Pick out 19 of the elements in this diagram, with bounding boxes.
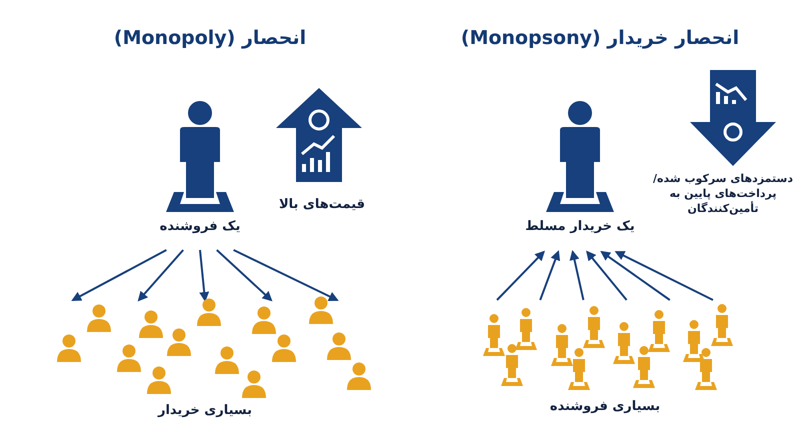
- arrow: [216, 249, 272, 302]
- arrow: [199, 250, 210, 302]
- note-text: دستمزدهای سرکوب شده/ پرداخت‌های پایین به تأمین‌کنندگان: [652, 172, 794, 217]
- arrow: [539, 250, 560, 300]
- node-label: بسیاری خریدار: [156, 402, 253, 420]
- node-label: بسیاری فروشنده: [548, 398, 662, 416]
- arrow: [138, 249, 184, 302]
- arrow: [71, 249, 167, 301]
- arrow: [586, 250, 628, 301]
- node-label: یک خریدار مسلط: [524, 218, 636, 236]
- arrow: [600, 250, 670, 301]
- heading: انحصار (Monopoly): [112, 26, 308, 51]
- arrow: [570, 250, 584, 300]
- heading: انحصار خریدار (Monopsony): [460, 26, 740, 51]
- node-label: یک فروشنده: [158, 218, 242, 236]
- note-text: قیمت‌های بالا: [278, 196, 366, 214]
- arrow: [233, 249, 339, 302]
- arrow: [614, 251, 714, 301]
- arrow: [496, 250, 545, 301]
